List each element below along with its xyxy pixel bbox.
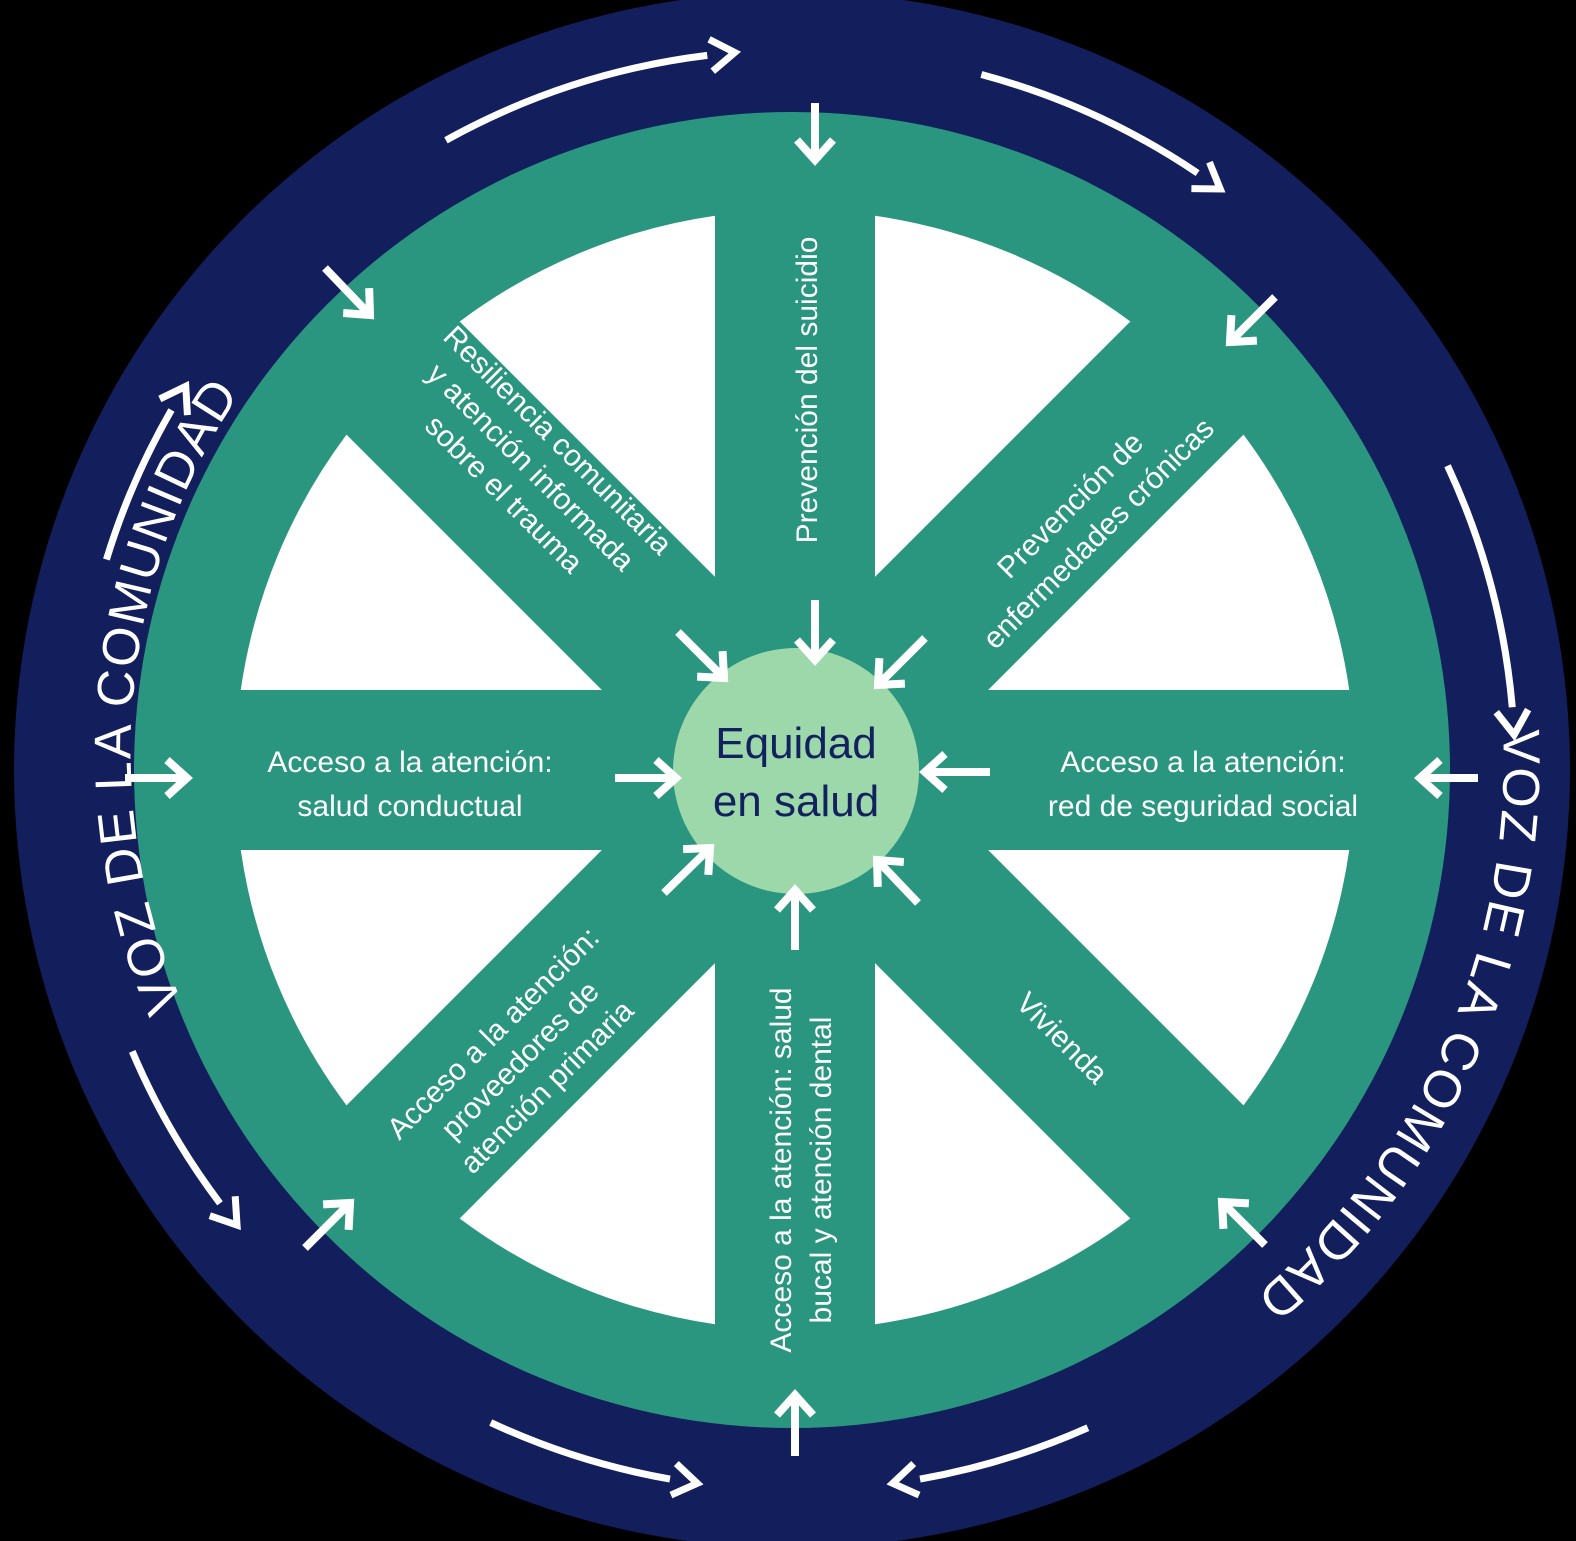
arrow-icon-top-left-inner: [675, 629, 729, 683]
hub-label-line1: Equidad: [715, 719, 876, 768]
window-left-top: [240, 434, 602, 690]
curved-arrow-icon-left: [103, 380, 191, 561]
arrow-icon-top-right-inner: [873, 635, 928, 690]
curved-arrow-icon-bottom-right: [886, 1424, 1090, 1499]
arrow-icon-left-inner: [615, 757, 682, 799]
window-bottom-left: [459, 963, 715, 1325]
arrow-icon-bottom-inner: [774, 884, 816, 950]
window-bottom-right: [875, 963, 1131, 1325]
arrow-icon-right-inner: [919, 751, 990, 793]
spoke-right: Acceso a la atención: red de seguridad s…: [1048, 746, 1358, 823]
spoke-top-line1: Prevención del suicidio: [791, 237, 824, 544]
window-top-left: [459, 215, 715, 577]
ring-arrows-group: [103, 36, 1532, 1499]
spoke-bottom: Acceso a la atención: salud bucal y aten…: [765, 987, 838, 1352]
spoke-left-line1: Acceso a la atención:: [267, 746, 552, 779]
spoke-left-line2: salud conductual: [297, 790, 522, 823]
spoke-top: Prevención del suicidio: [791, 237, 824, 544]
arrow-icon-top-left-outer: [322, 265, 375, 320]
spoke-right-line2: red de seguridad social: [1048, 790, 1358, 823]
arrow-icon-top-right-outer: [1225, 294, 1278, 347]
window-right-top: [988, 434, 1350, 690]
hub-label-line2: en salud: [713, 777, 879, 826]
curved-arrow-icon-left-bottom: [129, 1049, 241, 1231]
window-right-bottom: [988, 850, 1350, 1106]
window-left-bottom: [240, 850, 602, 1106]
window-top-right: [875, 215, 1131, 577]
curved-arrow-icon-top-left: [444, 36, 742, 144]
spoke-bottom-line1: Acceso a la atención: salud: [765, 987, 798, 1352]
arrow-icon-bottom-left-inner: [661, 843, 715, 896]
curved-arrow-icon-right: [1444, 464, 1532, 742]
curved-arrow-icon-bottom-left: [489, 1419, 704, 1499]
arrow-icon-bottom-right-outer: [1217, 1197, 1268, 1248]
arrow-icon-bottom-outer: [774, 1389, 816, 1456]
arrows-group: [125, 103, 1478, 1456]
spoke-bottom-line2: bucal y atención dental: [805, 1017, 838, 1324]
arrow-icon-bottom-left-outer: [302, 1198, 355, 1251]
arrow-icon-top-inner: [794, 600, 836, 666]
arrow-icon-bottom-right-inner: [872, 855, 921, 906]
arrow-icon-left-outer: [125, 757, 193, 799]
arrow-icon-right-outer: [1414, 757, 1478, 799]
arrow-icon-top-outer: [794, 103, 836, 166]
spoke-left: Acceso a la atención: salud conductual: [267, 746, 552, 823]
curved-arrow-icon-top-right: [980, 71, 1226, 193]
hub-circle: [673, 648, 919, 894]
spoke-right-line1: Acceso a la atención:: [1060, 746, 1345, 779]
wheel-windows: [240, 215, 1350, 1325]
